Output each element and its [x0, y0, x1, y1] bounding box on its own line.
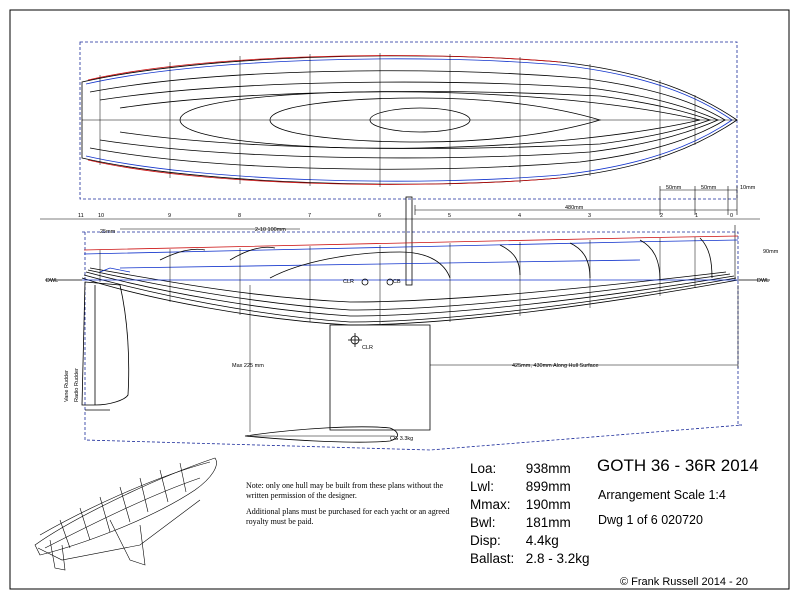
drawing-title: GOTH 36 - 36R 2014: [597, 456, 759, 475]
spec-label: Disp:: [470, 533, 501, 548]
copyright-text: Frank Russell 2014 - 20: [631, 576, 748, 588]
station-label: 8: [238, 213, 241, 219]
isometric-view: [34, 457, 217, 571]
specs-table: Loa: 938mm Lwl: 899mm Mmax: 190mm Bwl: 1…: [470, 460, 590, 568]
spec-value: 181mm: [525, 515, 571, 530]
dimensions-top: [40, 186, 760, 280]
cg-label: CG 3.3kg: [390, 436, 413, 442]
spec-label: Loa:: [470, 461, 497, 476]
drawing-number: Dwg 1 of 6 020720: [598, 513, 703, 527]
spec-row: Mmax: 190mm: [470, 496, 590, 514]
station-label: 11: [78, 213, 84, 219]
station-label: 2: [660, 213, 663, 219]
spec-value: 938mm: [525, 461, 571, 476]
dwl-label-right: DWL: [757, 278, 769, 284]
station-label: 7: [308, 213, 311, 219]
spec-row: Disp: 4.4kg: [470, 532, 590, 550]
spec-label: Bwl:: [470, 515, 496, 530]
arrangement-scale: Arrangement Scale 1:4: [598, 488, 726, 502]
copyright-line: © Frank Russell 2014 - 20: [620, 576, 748, 588]
spec-value: 2.8 - 3.2kg: [525, 551, 590, 566]
spec-row: Lwl: 899mm: [470, 478, 590, 496]
spec-row: Ballast: 2.8 - 3.2kg: [470, 550, 590, 568]
copyright-note: Note: only one hull may be built from th…: [246, 481, 456, 533]
station-label: 3: [588, 213, 591, 219]
note-line-2: Additional plans must be purchased for e…: [246, 507, 450, 526]
dim-480-label: 480mm: [565, 205, 584, 211]
offset-25-label: 25mm: [100, 229, 116, 235]
copyright-icon: ©: [620, 576, 629, 588]
station-label: 10: [98, 213, 104, 219]
dim-10-label: 10mm: [740, 185, 756, 191]
max-draft-label: Max 225 mm: [232, 363, 264, 369]
dim-50a-label: 50mm: [666, 185, 682, 191]
radio-rudder-label: Radio Rudder: [74, 368, 80, 402]
station-label: 5: [448, 213, 451, 219]
spec-row: Bwl: 181mm: [470, 514, 590, 532]
sheet-border: [9, 9, 790, 590]
station-label: 6: [378, 213, 381, 219]
bulb-position-label: 425mm, 430mm Along Hull Surface: [512, 363, 599, 369]
spec-label: Ballast:: [470, 551, 515, 566]
drawing-labels: DWL DWL CLR CB CLR CG 3.3kg Max 225 mm 4…: [46, 185, 779, 442]
spec-value: 899mm: [525, 479, 571, 494]
spec-label: Lwl:: [470, 479, 495, 494]
station-spacing-label: 2-10 100mm: [255, 227, 286, 233]
station-label: 0: [730, 213, 733, 219]
profile-view: [45, 196, 770, 451]
plan-frame: [79, 41, 738, 200]
note-line-1: Note: only one hull may be built from th…: [246, 481, 444, 500]
station-label: 1: [695, 213, 698, 219]
dwl-label-left: DWL: [46, 278, 58, 284]
spec-row: Loa: 938mm: [470, 460, 590, 478]
spec-value: 190mm: [525, 497, 571, 512]
dim-90-label: 90mm: [763, 249, 779, 255]
station-label: 9: [168, 213, 171, 219]
spec-value: 4.4kg: [525, 533, 559, 548]
spec-label: Mmax:: [470, 497, 511, 512]
dim-50b-label: 50mm: [701, 185, 717, 191]
vane-rudder-label: Vane Rudder: [64, 370, 70, 402]
clr-label-hull: CLR: [343, 279, 354, 285]
plan-view: [79, 41, 738, 200]
clr-label-keel: CLR: [362, 345, 373, 351]
cb-label: CB: [393, 279, 401, 285]
station-label: 4: [518, 213, 521, 219]
